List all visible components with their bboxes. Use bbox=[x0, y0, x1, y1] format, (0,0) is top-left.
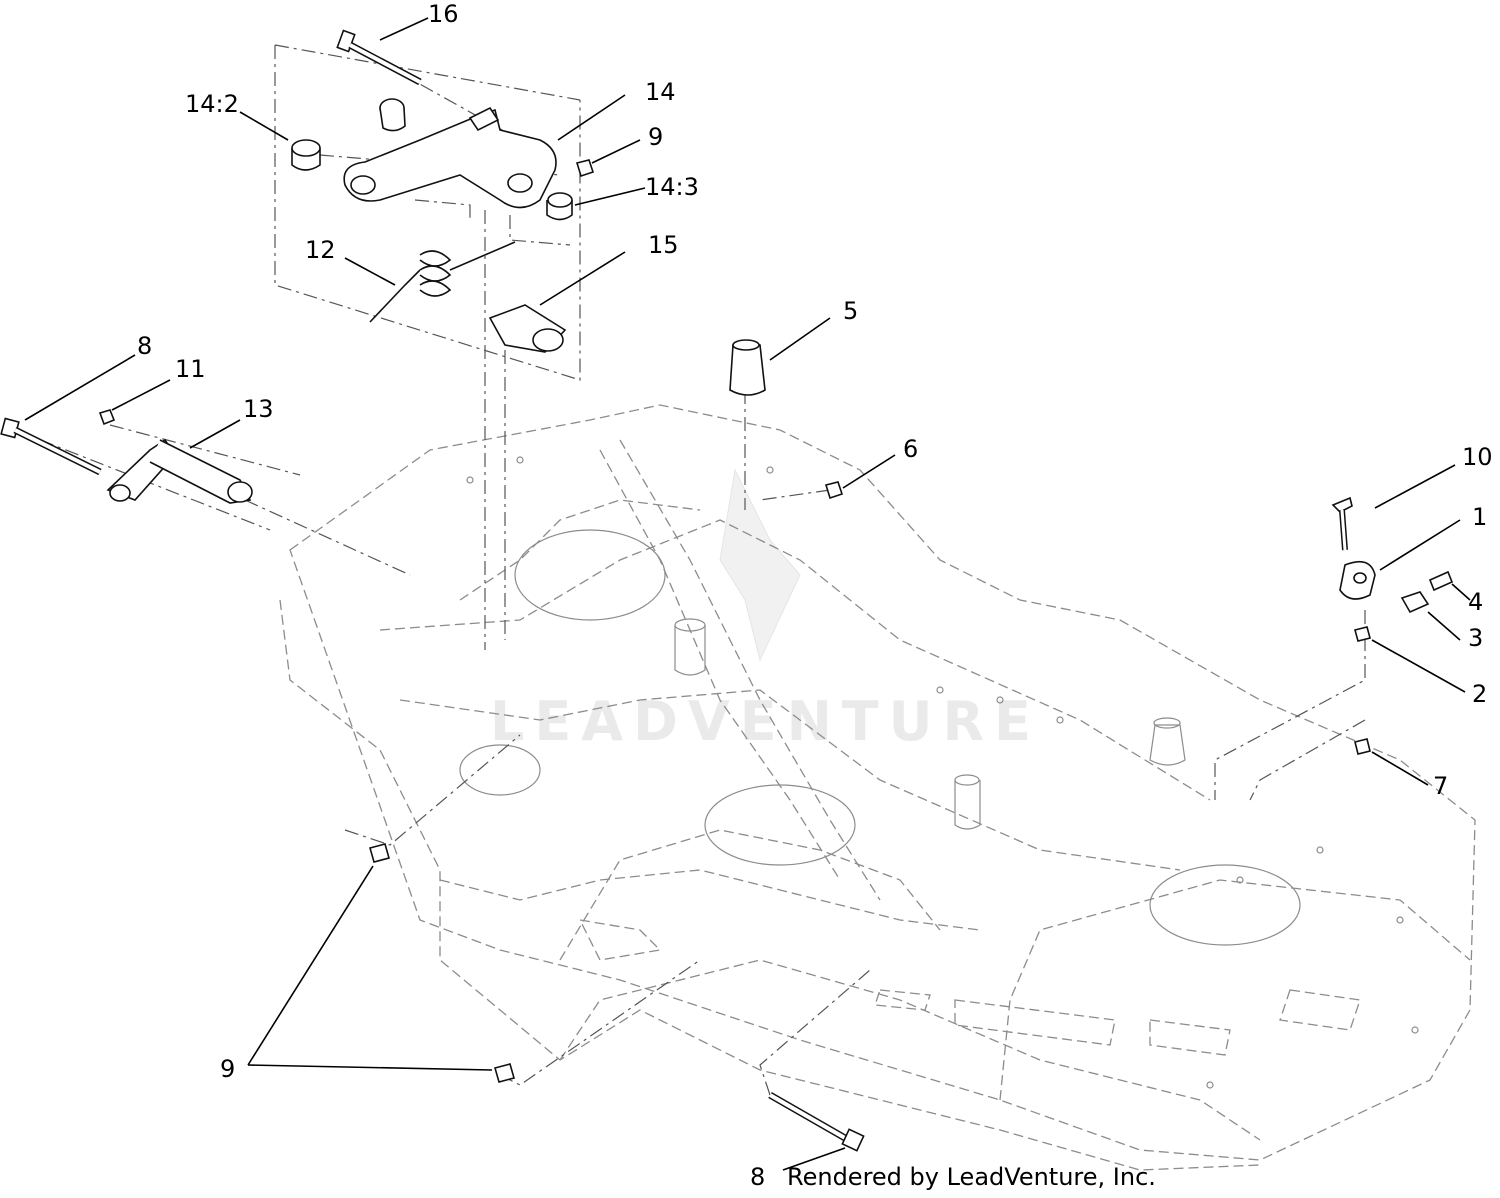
part-8-bolt-left bbox=[0, 417, 102, 476]
part-8-bolt-bottom bbox=[768, 1091, 865, 1152]
callout-15: 15 bbox=[648, 231, 679, 259]
part-9-nut-top bbox=[575, 159, 595, 178]
part-13-pivot-arm bbox=[106, 438, 253, 504]
callout-8-left: 8 bbox=[137, 332, 152, 360]
part-9-nut-bottom bbox=[494, 1063, 515, 1083]
callout-1: 1 bbox=[1472, 503, 1487, 531]
part-6-nut bbox=[824, 481, 844, 500]
callout-9-bottom: 9 bbox=[220, 1055, 235, 1083]
part-14-3-bushing bbox=[546, 192, 573, 221]
part-9-nut-left bbox=[369, 843, 390, 863]
part-3-pin bbox=[1400, 591, 1430, 614]
leader-lines bbox=[24, 17, 1471, 1171]
assembly-guides bbox=[14, 44, 1366, 1096]
callout-16: 16 bbox=[428, 0, 459, 28]
callout-8-bottom: 8 bbox=[750, 1163, 765, 1191]
callout-6: 6 bbox=[903, 435, 918, 463]
part-10-pin bbox=[1331, 496, 1353, 551]
part-7-nut bbox=[1354, 738, 1371, 755]
part-5-bumper bbox=[729, 339, 766, 396]
callout-10: 10 bbox=[1462, 443, 1493, 471]
part-14-idler-arm bbox=[343, 106, 557, 209]
part-2-nut bbox=[1354, 626, 1371, 642]
callout-14: 14 bbox=[645, 78, 676, 106]
callout-14-3: 14:3 bbox=[645, 173, 699, 201]
callout-9-top: 9 bbox=[648, 123, 663, 151]
part-4-clip bbox=[1428, 570, 1454, 592]
watermark-logo: LEADVENTURE bbox=[490, 468, 1041, 753]
watermark-text: LEADVENTURE bbox=[490, 690, 1041, 753]
part-15-spacer bbox=[488, 304, 567, 353]
part-bushing-upper bbox=[379, 98, 406, 132]
callout-4: 4 bbox=[1468, 588, 1483, 616]
rendered-by-credit: Rendered by LeadVenture, Inc. bbox=[787, 1163, 1156, 1191]
callout-5: 5 bbox=[843, 297, 858, 325]
mower-deck bbox=[279, 404, 1476, 1171]
callout-labels: 16 14:2 14 9 14:3 12 15 5 8 11 13 6 10 1… bbox=[137, 0, 1493, 1191]
callout-12: 12 bbox=[305, 236, 336, 264]
part-16-bolt bbox=[336, 29, 422, 86]
part-12-spring bbox=[369, 241, 516, 323]
callout-3: 3 bbox=[1468, 624, 1483, 652]
callout-13: 13 bbox=[243, 395, 274, 423]
callout-14-2: 14:2 bbox=[185, 90, 239, 118]
part-11-grease-fitting bbox=[98, 409, 116, 426]
part-14-2-bushing bbox=[291, 139, 321, 171]
part-1-bracket bbox=[1339, 560, 1376, 600]
callout-7: 7 bbox=[1433, 772, 1448, 800]
callout-11: 11 bbox=[175, 355, 206, 383]
callout-2: 2 bbox=[1472, 680, 1487, 708]
